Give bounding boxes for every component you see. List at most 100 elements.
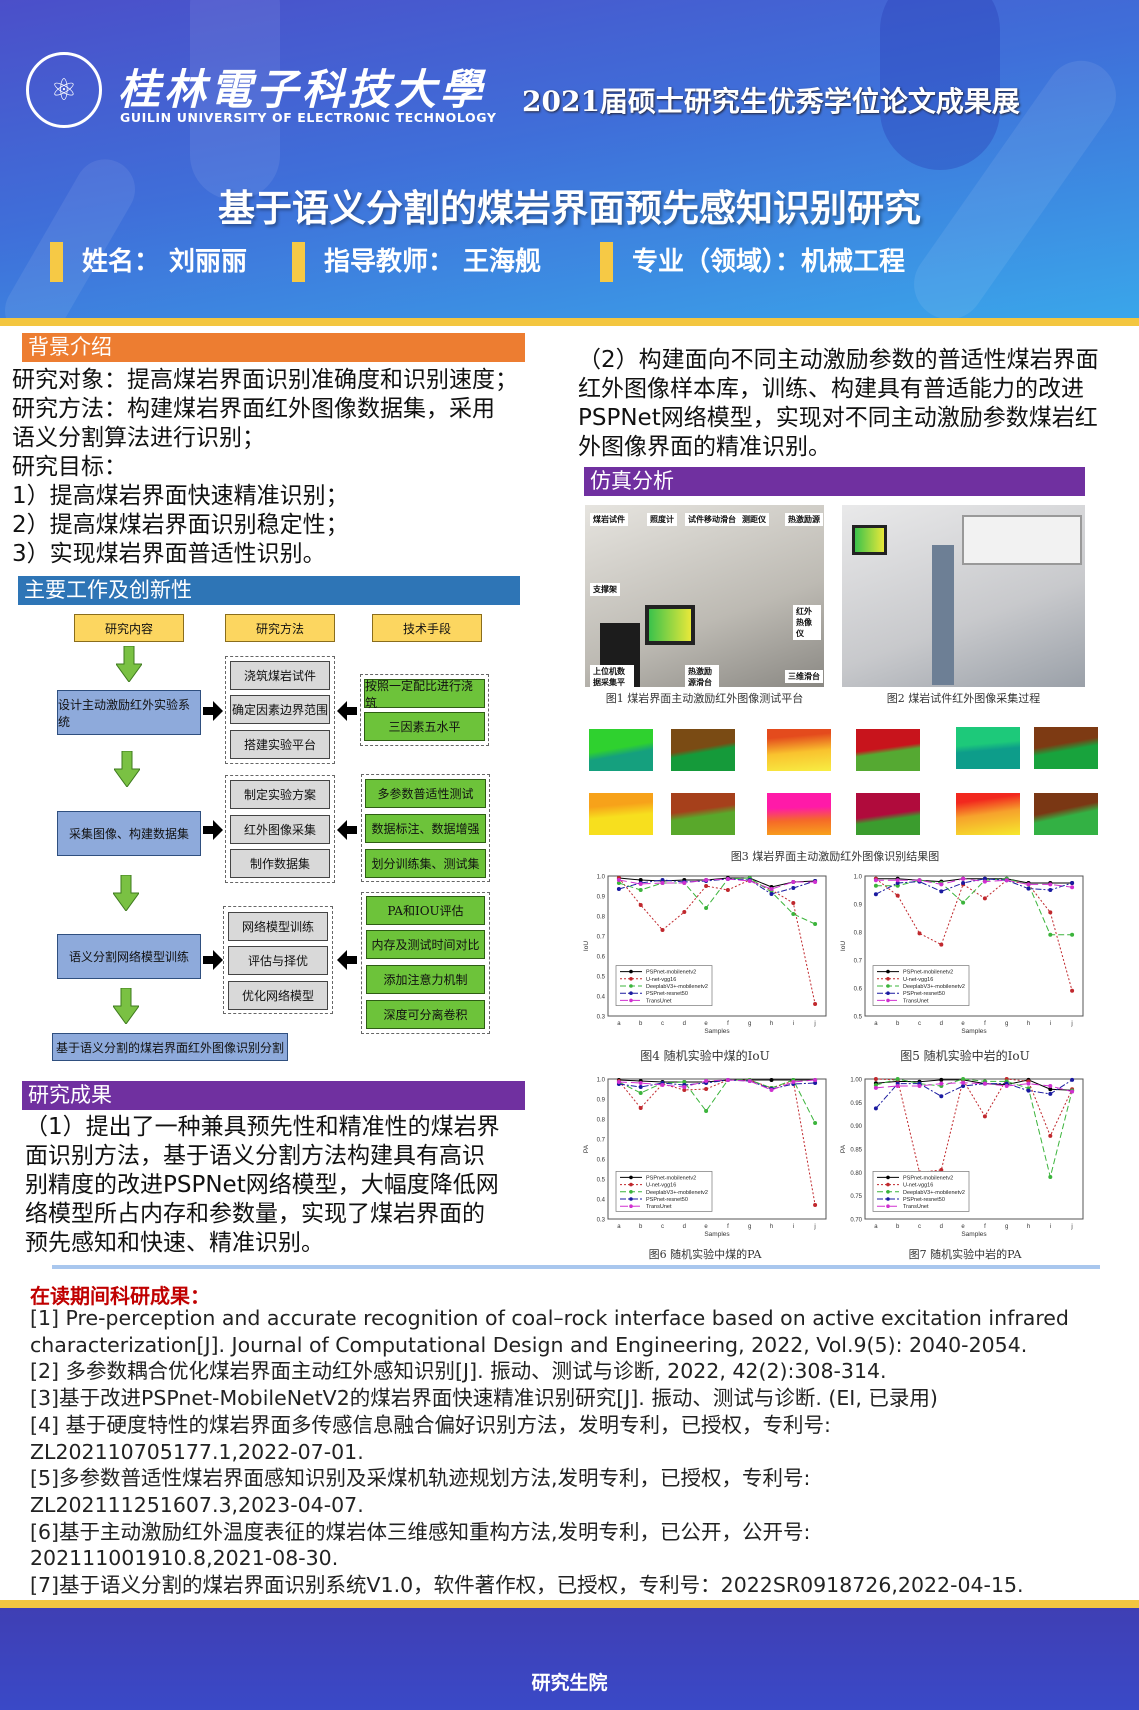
series-line — [875, 1079, 1073, 1109]
data-point — [791, 901, 796, 905]
legend-label: TransUnet — [646, 1204, 672, 1210]
data-point — [813, 1002, 818, 1006]
legend-label: PSPnet-mobilenetv2 — [646, 1175, 696, 1181]
figure-caption: 图6 随机实验中煤的PA — [648, 1248, 762, 1261]
photo-label: 红外热像仪 — [793, 605, 821, 640]
text-line: 别精度的改进PSPNet网络模型，大幅度降低网 — [25, 1172, 499, 1198]
data-point — [895, 881, 900, 885]
legend-label: PSPnet-resnet50 — [903, 1197, 945, 1203]
col-head-technique: 技术手段 — [372, 614, 482, 642]
university-logo: ⚛ — [26, 52, 102, 128]
legend-marker — [886, 1190, 890, 1194]
legend-label: DeeplabV3+-mobilenetv2 — [646, 984, 708, 990]
y-tick-label: 0.4 — [597, 1198, 606, 1204]
legend-label: TransUnet — [646, 998, 672, 1004]
footer-text: 研究生院 — [531, 1672, 608, 1694]
result-image — [671, 729, 735, 771]
result-image — [589, 793, 653, 835]
text-line: （2）构建面向不同主动激励参数的普适性煤岩界面 — [578, 347, 1099, 373]
publication-item: 202111001910.8,2021-08-30. — [30, 1546, 339, 1571]
data-point — [813, 1203, 818, 1207]
data-point — [1070, 1089, 1075, 1094]
data-point — [1026, 882, 1031, 887]
method-box: 确定因素边界范围 — [230, 695, 330, 724]
x-tick-label: a — [874, 1021, 878, 1027]
data-point — [616, 881, 621, 885]
poster-title: 基于语义分割的煤岩界面预先感知识别研究 — [218, 187, 921, 230]
x-tick-label: g — [748, 1224, 751, 1230]
data-point — [616, 1080, 621, 1084]
data-point — [704, 1109, 709, 1113]
data-point — [682, 910, 687, 914]
figure-caption: 图5 随机实验中岩的IoU — [900, 1049, 1030, 1063]
advisor-name: 指导教师： 王海舰 — [292, 242, 541, 282]
data-point — [939, 1168, 944, 1172]
technique-box: 添加注意力机制 — [366, 965, 485, 994]
x-tick-label: i — [1050, 1224, 1051, 1230]
data-point — [638, 1106, 643, 1110]
section-heading-work: 主要工作及创新性 — [18, 576, 520, 605]
y-tick-label: 0.9 — [597, 1098, 606, 1104]
method-box: 优化网络模型 — [228, 981, 328, 1010]
x-tick-label: i — [793, 1021, 794, 1027]
x-tick-label: d — [940, 1224, 943, 1230]
data-point — [660, 1083, 665, 1087]
legend-label: TransUnet — [903, 998, 929, 1004]
x-tick-label: c — [918, 1224, 921, 1230]
x-tick-label: j — [813, 1021, 815, 1027]
legend-label: PSPnet-mobilenetv2 — [646, 970, 696, 976]
data-point — [982, 1081, 987, 1086]
y-axis-label: PA — [840, 1144, 847, 1153]
data-point — [895, 1077, 900, 1081]
text-line: PSPNet网络模型，实现对不同主动激励参数煤岩红 — [578, 405, 1098, 431]
y-tick-label: 0.95 — [850, 1101, 862, 1107]
publication-item: characterization[J]. Journal of Computat… — [30, 1332, 1028, 1357]
legend-marker — [629, 1182, 633, 1187]
photo-label: 上位机数据采集平台 — [590, 665, 634, 687]
stage-1: 设计主动激励红外实验系统 — [57, 690, 201, 735]
y-tick-label: 0.8 — [597, 1118, 606, 1124]
result-image — [671, 793, 735, 835]
data-point — [939, 889, 944, 894]
data-point — [660, 928, 665, 932]
x-tick-label: h — [770, 1224, 773, 1230]
legend-label: U-net-vgg16 — [646, 977, 676, 983]
data-point — [873, 1106, 878, 1111]
legend-label: PSPnet-resnet50 — [646, 991, 688, 997]
text-line: 外图像界面的精准识别。 — [578, 434, 831, 460]
legend-marker — [629, 1197, 633, 1201]
x-tick-label: h — [1027, 1224, 1030, 1230]
data-point — [704, 1079, 709, 1083]
technique-box: 按照一定配比进行浇筑 — [364, 679, 485, 710]
data-point — [917, 1084, 922, 1088]
university-name-cn: 桂林電子科技大學 — [118, 65, 487, 114]
major-field: 专业（领域）：机械工程 — [600, 242, 905, 282]
data-point — [1048, 1133, 1053, 1138]
data-point — [1070, 885, 1075, 890]
x-axis-label: Samples — [961, 1231, 987, 1238]
data-point — [917, 878, 922, 883]
legend-marker — [629, 1190, 633, 1194]
series-line — [618, 1079, 816, 1090]
text-line: 预先感知和快速、精准识别。 — [25, 1230, 324, 1256]
data-point — [813, 1121, 818, 1125]
y-axis-label: IoU — [840, 941, 847, 951]
x-tick-label: g — [1005, 1224, 1008, 1230]
data-point — [813, 1081, 818, 1085]
y-tick-label: 0.80 — [850, 1171, 862, 1177]
x-tick-label: h — [1027, 1021, 1030, 1027]
x-tick-label: a — [874, 1224, 878, 1230]
data-point — [682, 881, 687, 885]
x-tick-label: a — [617, 1021, 621, 1027]
text-line: 红外图像样本库，训练、构建具有普适能力的改进 — [578, 376, 1084, 402]
section-heading-simulation: 仿真分析 — [584, 467, 1085, 496]
x-tick-label: c — [661, 1021, 664, 1027]
text-line: 研究方法：构建煤岩界面红外图像数据集，采用 — [12, 396, 495, 422]
data-point — [813, 880, 818, 884]
legend-label: PSPnet-mobilenetv2 — [903, 1175, 953, 1181]
x-tick-label: e — [961, 1224, 965, 1230]
method-box: 制作数据集 — [230, 849, 330, 878]
data-point — [682, 1085, 687, 1089]
